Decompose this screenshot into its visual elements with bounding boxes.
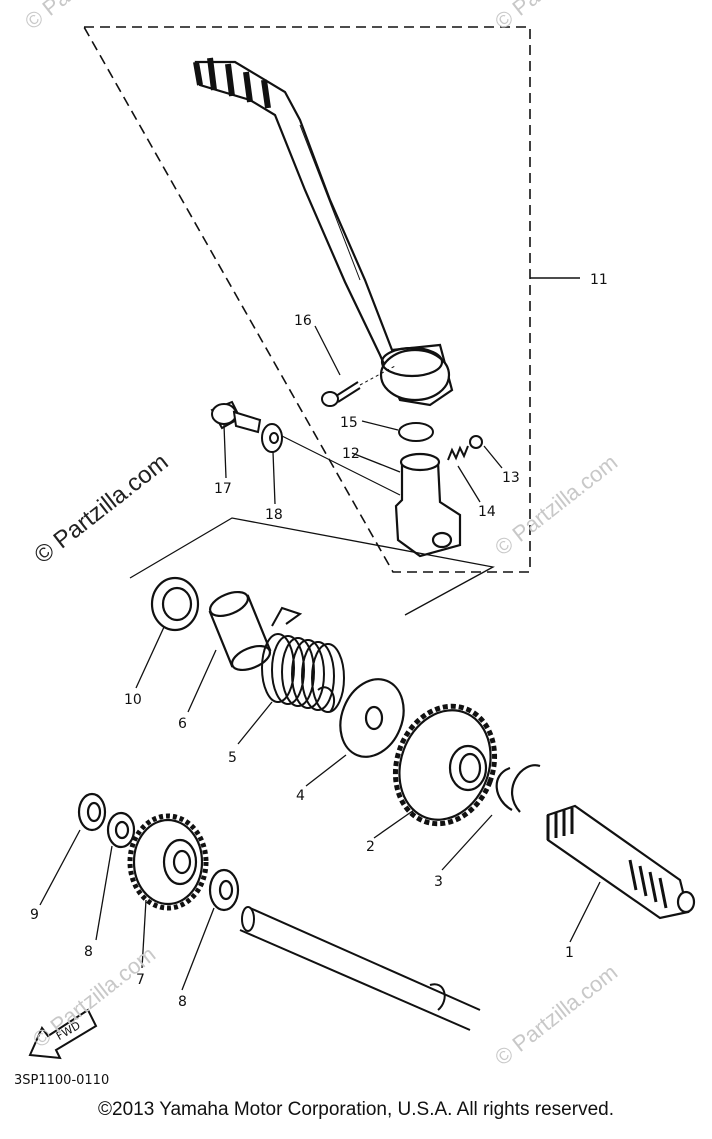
fwd-arrow-icon: FWD <box>28 1008 98 1060</box>
kick-crank-lever <box>193 57 454 407</box>
ball-13 <box>469 435 483 449</box>
callout-18: 18 <box>265 507 283 523</box>
circlip-9 <box>77 792 107 832</box>
callout-7: 7 <box>136 972 145 988</box>
washer-8-upper <box>106 811 136 849</box>
washer-18 <box>261 423 401 496</box>
kick-assembly-dashed-outline <box>82 26 531 573</box>
o-ring-15 <box>398 422 434 442</box>
callout-13: 13 <box>502 470 520 486</box>
callout-8a: 8 <box>84 944 93 960</box>
callout-2: 2 <box>366 839 375 855</box>
callout-11: 11 <box>590 272 608 288</box>
lower-shaft <box>239 906 481 1031</box>
callout-8b: 8 <box>178 994 187 1010</box>
kick-shaft-1 <box>546 804 696 920</box>
leader-lines <box>39 325 601 991</box>
oil-seal-10 <box>150 576 200 632</box>
diagram-code: 3SP1100-0110 <box>14 1073 109 1088</box>
collar-6 <box>208 590 272 672</box>
circlip-3 <box>495 764 541 813</box>
callout-labels: 1 2 3 4 5 6 7 8 8 9 10 11 12 13 14 15 16… <box>30 272 608 1010</box>
callout-4: 4 <box>296 788 305 804</box>
kick-boss-12 <box>394 452 462 558</box>
callout-1: 1 <box>565 945 574 961</box>
callout-12: 12 <box>342 446 360 462</box>
callout-3: 3 <box>434 874 443 890</box>
spring-14 <box>447 445 469 461</box>
callout-14: 14 <box>478 504 496 520</box>
bolt-16 <box>321 365 396 407</box>
flange-bolt-17 <box>210 400 262 434</box>
copyright-notice: ©2013 Yamaha Motor Corporation, U.S.A. A… <box>98 1099 614 1120</box>
gear-7 <box>127 813 209 911</box>
callout-10: 10 <box>124 692 142 708</box>
lower-group-dashed-outline <box>129 517 495 616</box>
callout-16: 16 <box>294 313 312 329</box>
callout-6: 6 <box>178 716 187 732</box>
callout-9: 9 <box>30 907 39 923</box>
callout-15: 15 <box>340 415 358 431</box>
torsion-spring-5 <box>261 606 345 713</box>
kick-gear-2 <box>392 703 498 827</box>
washer-4 <box>339 678 405 758</box>
washer-8-lower <box>208 868 240 912</box>
callout-5: 5 <box>228 750 237 766</box>
callout-17: 17 <box>214 481 232 497</box>
